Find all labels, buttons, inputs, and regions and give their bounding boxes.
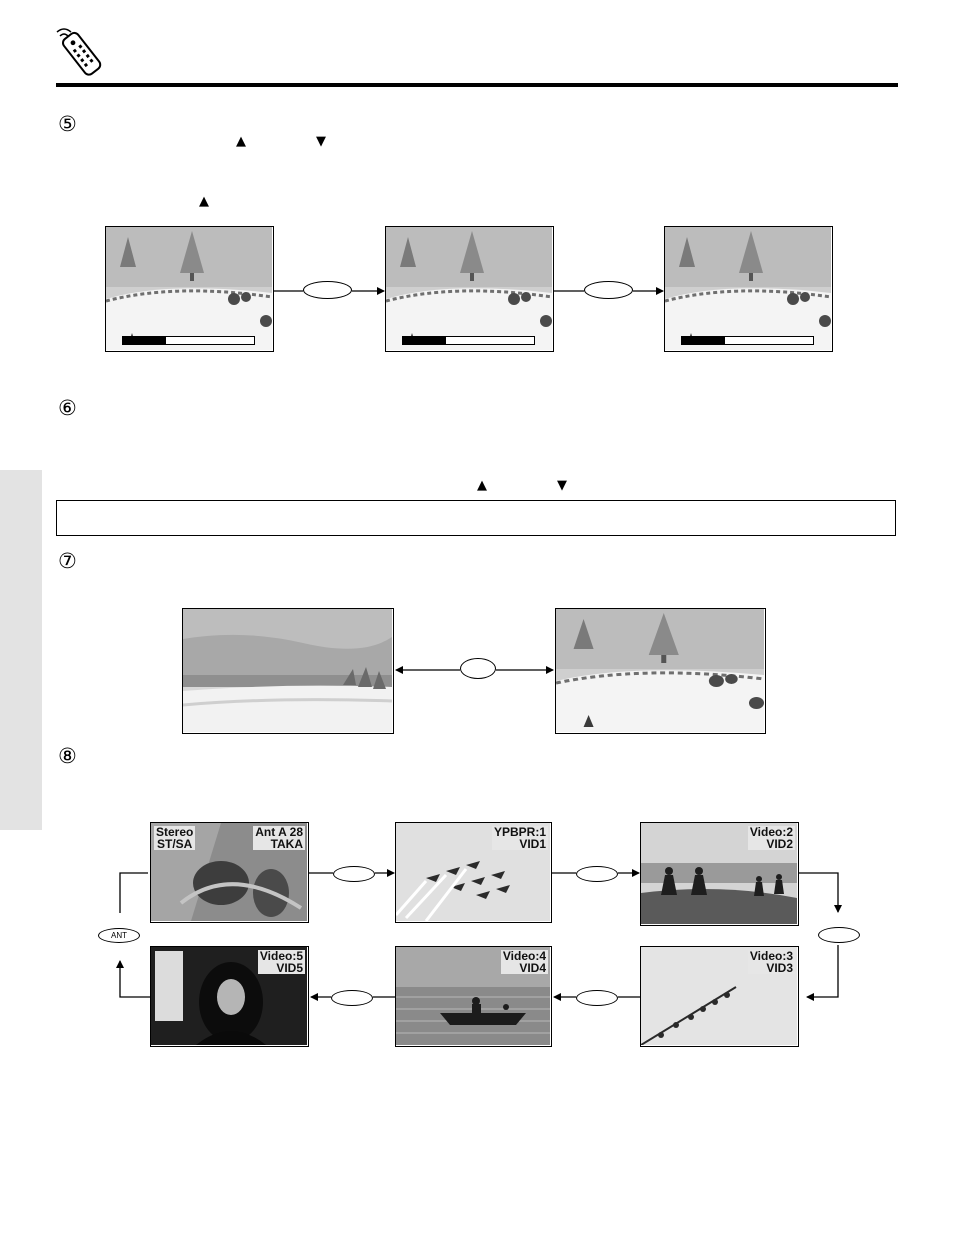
down-arrow-icon: ▼ xyxy=(557,478,567,493)
up-arrow-icon: ▲ xyxy=(477,478,487,493)
channel-label: Ant A 28 TAKA xyxy=(253,825,305,851)
button-oval xyxy=(303,281,352,299)
volume-bar xyxy=(681,336,814,345)
button-oval xyxy=(331,990,373,1006)
step-number-8: ⑧ xyxy=(58,744,77,768)
snow-screen xyxy=(555,608,766,734)
volume-bar-fill xyxy=(403,337,447,344)
note-box xyxy=(56,500,896,536)
volume-screen xyxy=(385,226,554,352)
volume-screen xyxy=(664,226,833,352)
volume-bar xyxy=(122,336,255,345)
antenna-screen: Stereo ST/SA Ant A 28 TAKA xyxy=(150,822,309,923)
step-number-6: ⑥ xyxy=(58,396,77,420)
step-number-5: ⑤ xyxy=(58,112,77,136)
volume-screen xyxy=(105,226,274,352)
header-rule xyxy=(56,83,898,87)
side-tab xyxy=(0,470,42,830)
down-arrow-icon: ▼ xyxy=(316,134,326,149)
button-oval xyxy=(460,658,496,679)
button-oval xyxy=(576,866,618,882)
volume-bar xyxy=(402,336,535,345)
remote-control-icon xyxy=(56,28,102,76)
button-oval xyxy=(584,281,633,299)
audio-mode-label: Stereo ST/SA xyxy=(154,825,196,851)
button-oval xyxy=(333,866,375,882)
up-arrow-icon: ▲ xyxy=(199,194,209,209)
ant-button: ANT xyxy=(98,928,140,943)
step-number-7: ⑦ xyxy=(58,549,77,573)
volume-bar-fill xyxy=(123,337,167,344)
beach-screen xyxy=(182,608,394,734)
up-arrow-icon: ▲ xyxy=(236,134,246,149)
button-oval xyxy=(818,927,860,943)
button-oval xyxy=(576,990,618,1006)
volume-bar-fill xyxy=(682,337,726,344)
